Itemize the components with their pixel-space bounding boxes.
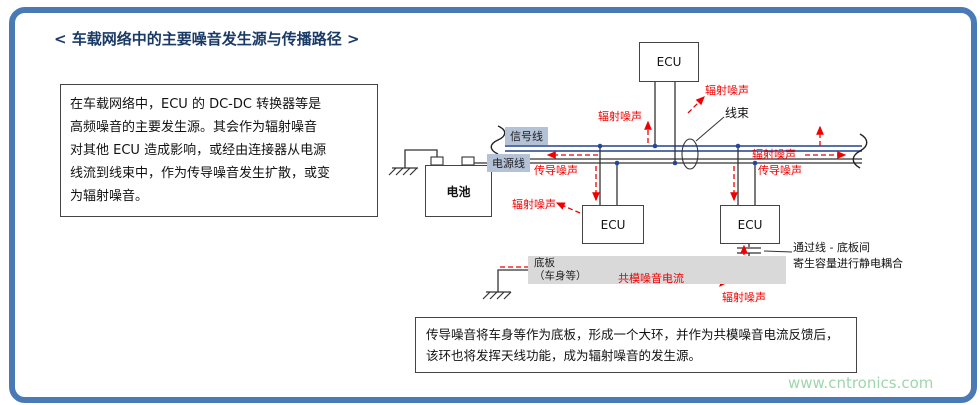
radiated-noise-label-top: 辐射噪声 bbox=[705, 84, 749, 97]
ecu-right-label: ECU bbox=[737, 217, 763, 232]
page-title: < 车载网络中的主要噪音发生源与传播路径 > bbox=[54, 30, 360, 48]
battery-label: 电池 bbox=[446, 184, 471, 199]
ecu-left-box: ECU bbox=[582, 205, 644, 244]
description-line: 高频噪音的主要发生源。其会作为辐射噪音 bbox=[70, 120, 318, 135]
description-line: 对其他 ECU 造成影响，或经由连接器从电源 bbox=[70, 143, 327, 158]
radiated-noise-label-bus-right: 辐射噪声 bbox=[752, 148, 796, 161]
description-line: 线流到线束中，作为传导噪音发生扩散，或变 bbox=[70, 166, 331, 181]
chassis-label: 底板 （车身等） bbox=[534, 257, 587, 282]
radiated-noise-label-chassis: 辐射噪声 bbox=[722, 291, 766, 304]
signal-line-label: 信号线 bbox=[505, 127, 548, 145]
radiated-noise-label-bus-left: 辐射噪声 bbox=[598, 110, 642, 123]
ground-symbol-chassis bbox=[482, 291, 512, 300]
chassis-bar: 底板 （车身等） bbox=[528, 256, 786, 284]
conducted-noise-label-right: 传导噪声 bbox=[758, 164, 802, 177]
ecu-connection-wires bbox=[599, 80, 756, 205]
ecu-left-label: ECU bbox=[600, 217, 626, 232]
parasitic-capacitor bbox=[737, 242, 761, 257]
conducted-noise-label-left: 传导噪声 bbox=[534, 164, 578, 177]
ground-symbol-battery bbox=[388, 167, 418, 176]
junction-dots bbox=[597, 143, 758, 166]
ecu-right-box: ECU bbox=[720, 205, 780, 244]
harness-label: 线束 bbox=[725, 106, 750, 120]
coupling-note: 通过线 - 底板间 寄生容量进行静电耦合 bbox=[793, 241, 903, 270]
bottom-note-line: 该环也将发挥天线功能，成为辐射噪音的发生源。 bbox=[426, 348, 702, 363]
bottom-note-line: 传导噪音将车身等作为底板，形成一个大环，并作为共模噪音电流反馈后， bbox=[426, 327, 839, 342]
radiated-noise-label-ecu-left: 辐射噪声 bbox=[512, 198, 556, 211]
watermark: www.cntronics.com bbox=[788, 374, 934, 392]
power-line-label: 电源线 bbox=[487, 154, 530, 172]
bottom-note-box: 传导噪音将车身等作为底板，形成一个大环，并作为共模噪音电流反馈后， 该环也将发挥… bbox=[415, 317, 857, 373]
battery-terminals bbox=[430, 156, 475, 166]
common-mode-current-label: 共模噪音电流 bbox=[618, 272, 684, 285]
description-line: 为辐射噪音。 bbox=[70, 189, 149, 204]
wire-break-marks bbox=[490, 125, 868, 169]
power-wires bbox=[469, 158, 862, 164]
battery-box: 电池 bbox=[425, 165, 492, 217]
chassis-ground-wire bbox=[497, 269, 528, 292]
harness-ellipse bbox=[681, 138, 699, 170]
ecu-top-label: ECU bbox=[656, 55, 682, 69]
coupling-leader-line bbox=[763, 250, 793, 253]
ecu-top-box: ECU bbox=[639, 42, 699, 82]
harness-leader-line bbox=[695, 116, 725, 142]
description-line: 在车载网络中，ECU 的 DC-DC 转换器等是 bbox=[70, 97, 322, 112]
description-box: 在车载网络中，ECU 的 DC-DC 转换器等是 高频噪音的主要发生源。其会作为… bbox=[60, 84, 378, 217]
